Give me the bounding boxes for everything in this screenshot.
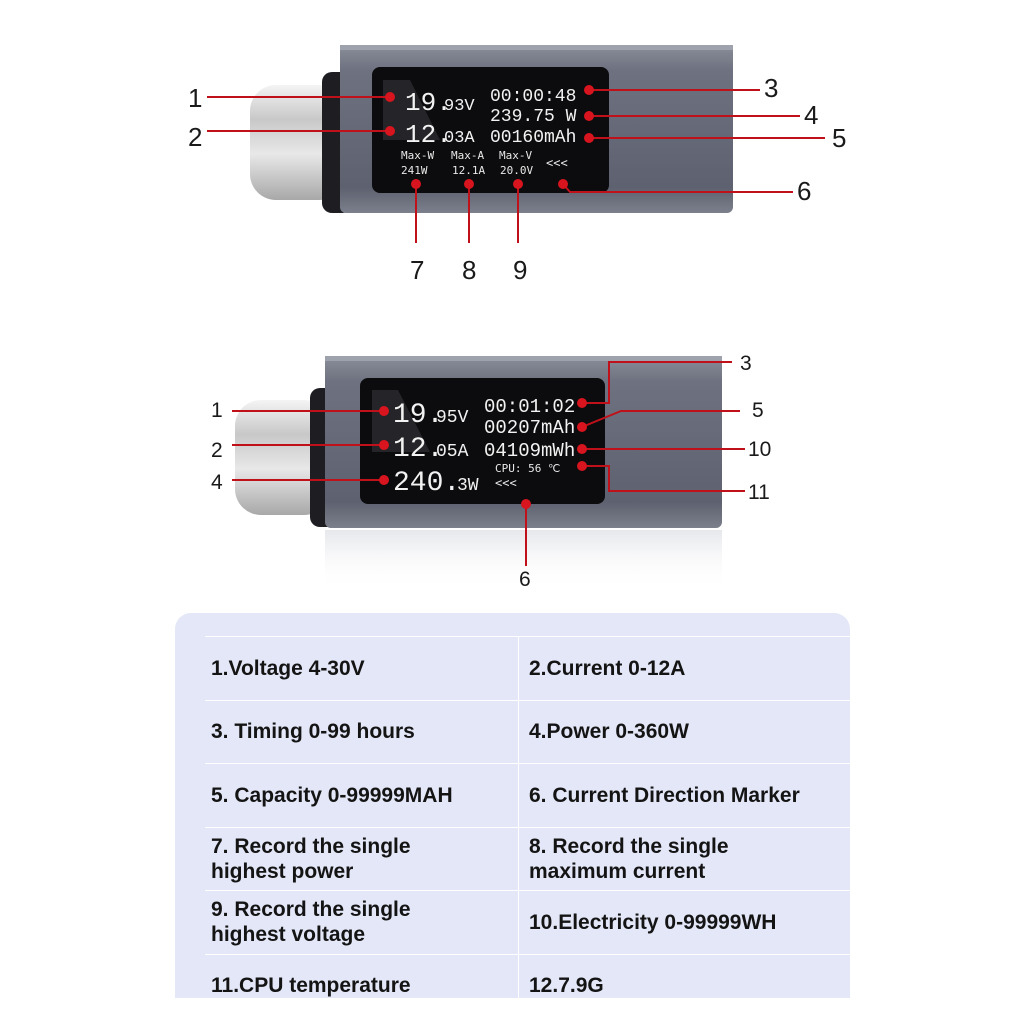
top-max-w-value: 241W [401,164,428,177]
bottom-timer: 00:01:02 [484,396,575,418]
bottom-callout-10: 10 [748,438,771,461]
spec-row: 1.Voltage 4-30V 2.Current 0-12A [205,636,850,700]
bottom-voltage-big: 19. [393,400,443,431]
top-usbc-plug [250,85,345,200]
bottom-device: 19. 95V 12. 05A 240. 3W 00:01:02 00207mA… [235,356,722,590]
bottom-callout-dots [379,398,587,509]
bottom-callout-6: 6 [519,568,531,591]
product-illustration: 19. 93V 12. 03A 00:00:48 239.75 W 00160m… [188,45,846,591]
spec-timing: 3. Timing 0-99 hours [211,720,415,744]
bottom-callout-5: 5 [752,399,764,422]
spec-current: 2.Current 0-12A [518,637,850,700]
top-callout-6: 6 [797,176,811,206]
top-callout-7: 7 [410,255,424,285]
spec-row: 11.CPU temperature 12.7.9G [205,953,850,1017]
top-direction-marker: <<< [546,156,568,170]
spec-table: 1.Voltage 4-30V 2.Current 0-12A 3. Timin… [205,636,850,1017]
top-timer: 00:00:48 [490,87,576,107]
top-device: 19. 93V 12. 03A 00:00:48 239.75 W 00160m… [250,45,733,213]
bottom-usbc-plug [235,400,330,515]
spec-direction-marker: 6. Current Direction Marker [518,764,850,827]
bottom-callouts [232,361,745,566]
bottom-screen [360,378,605,504]
bottom-capacity: 00207mAh [484,417,575,439]
top-screen [372,67,609,193]
spec-voltage: 1.Voltage 4-30V [211,656,365,680]
top-callout-8: 8 [462,255,476,285]
bottom-callout-11: 11 [748,481,770,504]
top-current-small: 03A [444,129,475,148]
top-callout-2: 2 [188,122,202,152]
spec-row: 3. Timing 0-99 hours 4.Power 0-360W [205,699,850,763]
top-power: 239.75 W [490,107,577,127]
top-callout-4: 4 [804,100,818,130]
spec-power: 4.Power 0-360W [518,700,850,763]
spec-row: 9. Record the single highest voltage 10.… [205,890,850,954]
top-voltage-small: 93V [444,97,475,116]
top-callout-1: 1 [188,83,202,113]
top-callouts [207,89,825,243]
top-callout-3: 3 [764,73,778,103]
spec-capacity: 5. Capacity 0-99999MAH [211,783,453,807]
bottom-direction-marker: <<< [495,476,517,490]
top-callout-9: 9 [513,255,527,285]
bottom-current-small: 05A [436,442,469,462]
bottom-power-small: 3W [457,476,479,496]
top-max-v-value: 20.0V [500,164,533,177]
spec-version: 12.7.9G [518,954,850,1017]
spec-max-voltage: 9. Record the single highest voltage [211,898,411,947]
spec-row: 7. Record the single highest power 8. Re… [205,826,850,890]
spec-row: 5. Capacity 0-99999MAH 6. Current Direct… [205,763,850,827]
top-max-v-label: Max-V [499,149,532,162]
top-max-a-value: 12.1A [452,164,485,177]
bottom-current-big: 12. [393,434,443,465]
bottom-energy: 04109mWh [484,440,575,462]
bottom-callout-2: 2 [211,439,223,462]
bottom-voltage-small: 95V [436,408,469,428]
bottom-power-big: 240. [393,468,460,499]
spec-electricity: 10.Electricity 0-99999WH [518,891,850,954]
top-max-w-label: Max-W [401,149,434,162]
spec-cpu-temperature: 11.CPU temperature [211,974,411,998]
top-capacity: 00160mAh [490,128,576,148]
top-callout-5: 5 [832,123,846,153]
spec-max-current: 8. Record the single maximum current [518,827,850,890]
bottom-callout-3: 3 [740,352,752,375]
spec-panel [175,613,850,998]
top-callout-dots [385,85,594,189]
bottom-callout-4: 4 [211,471,223,494]
top-max-a-label: Max-A [451,149,484,162]
bottom-cpu-temp: CPU: 56 ℃ [495,462,560,475]
top-voltage-big: 19. [405,88,452,118]
top-current-big: 12. [405,120,452,150]
spec-max-power: 7. Record the single highest power [211,834,411,883]
bottom-callout-1: 1 [211,399,223,422]
